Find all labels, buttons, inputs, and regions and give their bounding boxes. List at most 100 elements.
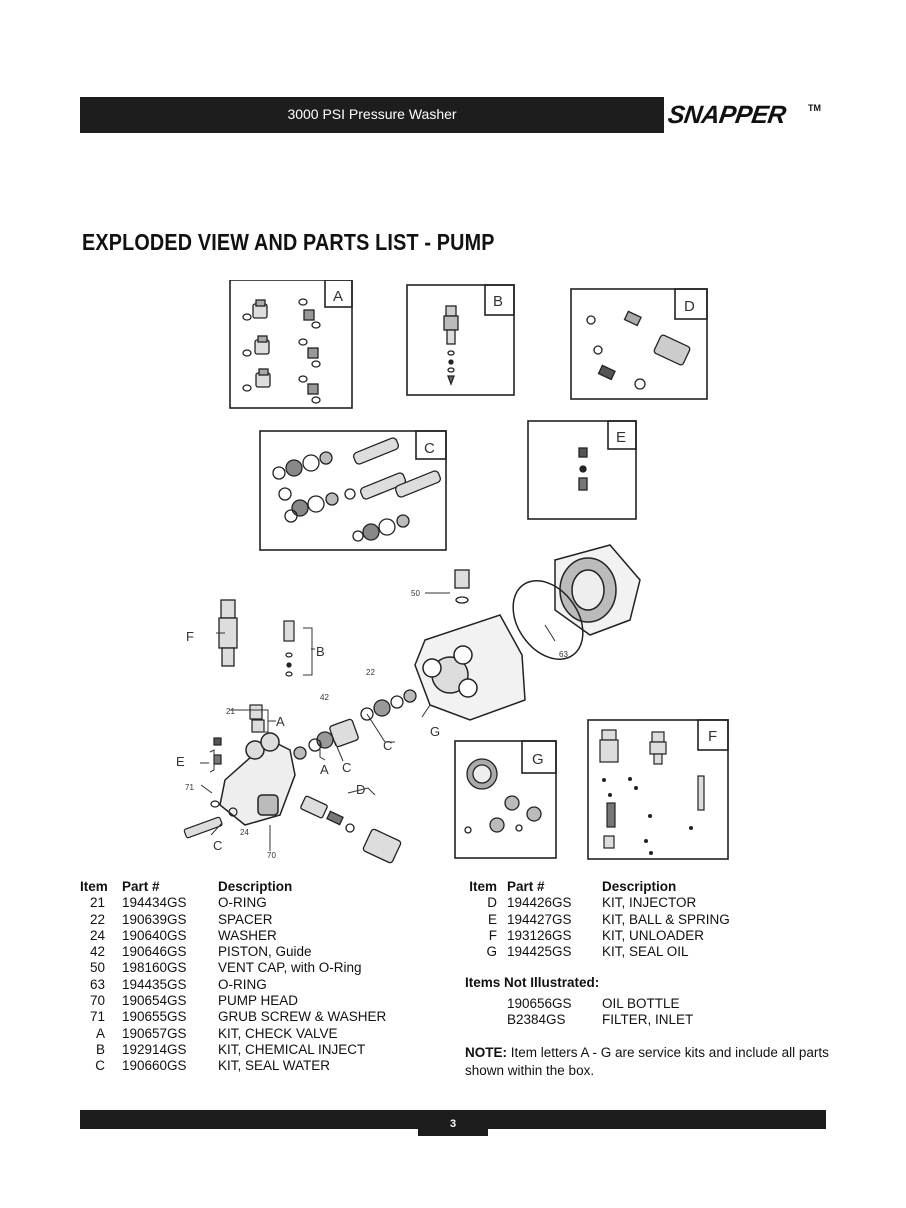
kit-box-e	[527, 420, 637, 520]
callout-c-piston: C	[383, 738, 392, 753]
description-cell: KIT, SEAL OIL	[602, 944, 689, 960]
table-row: C 190660GS KIT, SEAL WATER	[80, 1058, 460, 1074]
part-cell: 190639GS	[122, 911, 187, 927]
service-kit-note: NOTE: Item letters A - G are service kit…	[465, 1044, 835, 1080]
part-cell: 194425GS	[507, 944, 572, 960]
box-label-d: D	[684, 298, 695, 315]
part-cell: 190656GS	[507, 996, 572, 1011]
part-cell: 194434GS	[122, 895, 187, 911]
callout-b: B	[316, 644, 325, 659]
callout-21: 21	[226, 707, 235, 716]
header-bar: 3000 PSI Pressure Washer	[80, 97, 664, 133]
table-row: 21 194434GS O-RING	[80, 895, 460, 911]
part-cell: B2384GS	[507, 1012, 566, 1028]
item-cell: G	[486, 944, 497, 960]
callout-63: 63	[559, 650, 568, 659]
col-header-description: Description	[602, 879, 677, 894]
part-cell: 190657GS	[122, 1025, 187, 1041]
box-label-c: C	[424, 440, 435, 457]
part-cell: 190646GS	[122, 944, 187, 960]
callout-70: 70	[267, 851, 276, 860]
note-text: Item letters A - G are service kits and …	[465, 1045, 829, 1078]
callout-g: G	[430, 724, 440, 739]
callout-22: 22	[366, 668, 375, 677]
description-cell: VENT CAP, with O-Ring	[218, 960, 362, 976]
callout-c-lower: C	[213, 838, 222, 853]
description-cell: KIT, SEAL WATER	[218, 1058, 331, 1074]
description-cell: FILTER, INLET	[602, 1012, 694, 1028]
brand-trademark: TM	[808, 103, 821, 113]
callout-d: D	[356, 782, 365, 797]
item-cell: 22	[89, 911, 105, 927]
col-header-description: Description	[218, 879, 293, 894]
box-label-a: A	[333, 288, 343, 305]
description-cell: KIT, INJECTOR	[602, 895, 697, 911]
part-cell: 190660GS	[122, 1058, 187, 1074]
item-cell: F	[488, 927, 497, 943]
box-label-b: B	[493, 293, 503, 310]
callout-71: 71	[185, 783, 194, 792]
description-cell: OIL BOTTLE	[602, 996, 680, 1011]
list-item: 190656GS OIL BOTTLE	[465, 996, 825, 1012]
note-label: NOTE:	[465, 1045, 507, 1060]
description-cell: GRUB SCREW & WASHER	[218, 1009, 387, 1025]
table-row: G 194425GS KIT, SEAL OIL	[465, 944, 845, 960]
callout-24: 24	[240, 828, 249, 837]
footer-page-tab	[418, 1112, 488, 1136]
kit-box-g	[454, 740, 557, 859]
description-cell: O-RING	[218, 976, 267, 992]
parts-list-header: Item Part # Description	[80, 879, 460, 895]
item-cell: 70	[89, 993, 105, 1009]
part-cell: 190640GS	[122, 927, 187, 943]
kit-box-b	[406, 284, 515, 396]
item-cell: 50	[89, 960, 105, 976]
table-row: 22 190639GS SPACER	[80, 912, 460, 928]
part-cell: 190655GS	[122, 1009, 187, 1025]
box-label-f: F	[708, 728, 717, 745]
kit-box-c	[259, 430, 447, 551]
item-cell: 24	[89, 927, 105, 943]
item-cell: B	[95, 1041, 105, 1057]
header-title: 3000 PSI Pressure Washer	[287, 106, 457, 122]
description-cell: KIT, CHEMICAL INJECT	[218, 1041, 366, 1057]
item-cell: 63	[89, 976, 105, 992]
item-cell: A	[95, 1025, 105, 1041]
kit-box-d	[570, 288, 708, 400]
item-cell: 71	[89, 1009, 105, 1025]
col-header-part: Part #	[122, 879, 160, 894]
callout-e: E	[176, 754, 185, 769]
part-cell: 194426GS	[507, 895, 572, 911]
part-cell: 190654GS	[122, 993, 187, 1009]
part-cell: 193126GS	[507, 927, 572, 943]
item-cell: 21	[89, 895, 105, 911]
part-cell: 198160GS	[122, 960, 187, 976]
exploded-view-diagram: A B D C E G F	[176, 280, 729, 864]
description-cell: KIT, BALL & SPRING	[602, 911, 730, 927]
col-header-item: Item	[80, 879, 108, 894]
parts-list-header: Item Part # Description	[465, 879, 845, 895]
box-label-g: G	[532, 751, 544, 768]
kit-box-a	[229, 280, 353, 409]
page-number: 3	[449, 1118, 457, 1130]
not-illustrated-title: Items Not Illustrated:	[465, 975, 600, 990]
description-cell: WASHER	[218, 927, 277, 943]
list-item: B2384GS FILTER, INLET	[465, 1012, 825, 1028]
table-row: 50 198160GS VENT CAP, with O-Ring	[80, 960, 460, 976]
callout-42: 42	[320, 693, 329, 702]
item-cell: C	[95, 1058, 105, 1074]
kit-box-f	[587, 719, 729, 860]
page-title: EXPLODED VIEW AND PARTS LIST - PUMP	[82, 229, 495, 255]
callout-c-seal: C	[342, 760, 351, 775]
callout-50: 50	[411, 589, 420, 598]
callout-f: F	[186, 629, 194, 644]
box-label-e: E	[616, 429, 626, 446]
description-cell: SPACER	[218, 911, 273, 927]
description-cell: O-RING	[218, 895, 267, 911]
